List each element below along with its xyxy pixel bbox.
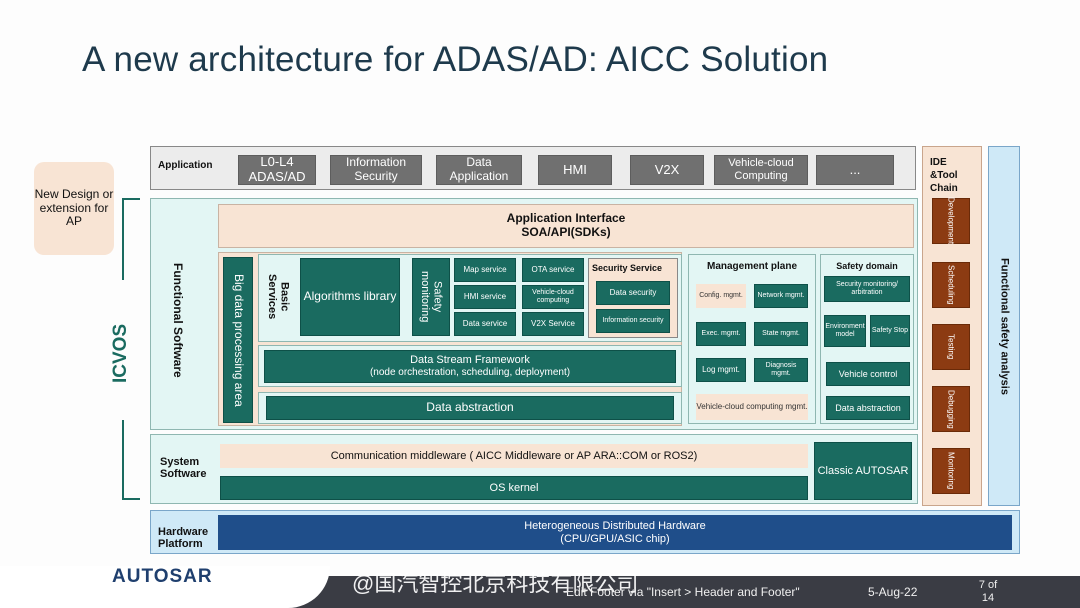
big-data-area: Big data processing area (223, 257, 253, 423)
footer-date: 5-Aug-22 (868, 585, 918, 599)
app-item-data-application: Data Application (436, 155, 522, 185)
app-interface-line2: SOA/API(SDKs) (521, 225, 611, 239)
system-software-label: System Software (160, 456, 207, 480)
functional-safety-analysis: Functional safety analysis (988, 146, 1020, 506)
security-item-information: Information security (596, 309, 670, 333)
classic-autosar: Classic AUTOSAR (814, 442, 912, 500)
safety-data-abstraction: Data abstraction (826, 396, 910, 420)
mgmt-log: Log mgmt. (696, 358, 746, 382)
service-hmi: HMI service (454, 285, 516, 309)
app-item-adas: L0-L4 ADAS/AD (238, 154, 316, 185)
app-item-v2x: V2X (630, 155, 704, 185)
safety-environment-model: Environment model (824, 315, 866, 347)
application-interface: Application Interface SOA/API(SDKs) (218, 204, 914, 248)
slide-title: A new architecture for ADAS/AD: AICC Sol… (82, 40, 829, 79)
hardware-platform-label: Hardware Platform (158, 526, 209, 550)
data-abstraction: Data abstraction (266, 396, 674, 420)
management-plane-title: Management plane (706, 261, 798, 273)
mgmt-state: State mgmt. (754, 322, 808, 346)
footer-edit-text: Edit Footer via "Insert > Header and Foo… (566, 585, 800, 599)
hardware-line1: Heterogeneous Distributed Hardware (524, 519, 706, 532)
safety-monitoring: Safety monitoring (412, 258, 450, 336)
tool-testing: Testing (932, 324, 970, 370)
service-v2x: V2X Service (522, 312, 584, 336)
footer-watermark: @国汽智控北京科技有限公司 (352, 571, 639, 596)
app-item-vehicle-cloud: Vehicle-cloud Computing (714, 155, 808, 185)
service-map: Map service (454, 258, 516, 282)
hardware-line2: (CPU/GPU/ASIC chip) (560, 532, 670, 545)
communication-middleware: Communication middleware ( AICC Middlewa… (220, 444, 808, 468)
data-stream-line2: (node orchestration, scheduling, deploym… (369, 367, 571, 379)
app-interface-line1: Application Interface (506, 211, 626, 226)
tool-development: Development (932, 197, 970, 245)
ide-toolchain-title: IDE &Tool Chain (930, 157, 958, 194)
icvos-bracket-top (122, 198, 140, 280)
footer-page-number: 7 of 14 (978, 579, 998, 604)
mgmt-vehicle-cloud: Vehicle-cloud computing mgmt. (696, 394, 808, 420)
icvos-bracket-bottom (122, 420, 140, 500)
algorithms-library: Algorithms library (300, 258, 400, 336)
tool-monitoring: Monitoring (932, 448, 970, 494)
safety-domain-title: Safety domain (836, 260, 898, 271)
service-ota: OTA service (522, 258, 584, 282)
safety-vehicle-control: Vehicle control (826, 362, 910, 386)
os-kernel: OS kernel (220, 476, 808, 500)
functional-software-label: Functional Software (170, 262, 185, 378)
tool-scheduling: Scheduling (932, 262, 970, 308)
security-service-title: Security Service (592, 263, 663, 273)
application-label: Application (158, 160, 213, 171)
service-data: Data service (454, 312, 516, 336)
basic-services-label: Basic Services (266, 274, 291, 320)
safety-stop: Safety Stop (870, 315, 910, 347)
service-vehicle-cloud: Vehicle-cloud computing (522, 285, 584, 309)
icvos-label: ICVOS (110, 323, 132, 383)
side-note: New Design or extension for AP (34, 162, 114, 255)
heterogeneous-hardware: Heterogeneous Distributed Hardware (CPU/… (218, 515, 1012, 550)
app-item-info-security: Information Security (330, 155, 422, 185)
app-item-more: ... (816, 155, 894, 185)
mgmt-config: Config. mgmt. (696, 284, 746, 308)
mgmt-network: Network mgmt. (754, 284, 808, 308)
app-item-hmi: HMI (538, 155, 612, 185)
data-stream-framework: Data Stream Framework (node orchestratio… (264, 350, 676, 383)
footer-logo-area (0, 566, 330, 608)
autosar-logo: AUTOSAR (112, 566, 213, 587)
mgmt-exec: Exec. mgmt. (696, 322, 746, 346)
data-stream-line1: Data Stream Framework (410, 354, 530, 367)
tool-debugging: Debugging (932, 386, 970, 432)
security-item-data: Data security (596, 281, 670, 305)
mgmt-diagnosis: Diagnosis mgmt. (754, 358, 808, 382)
safety-monitoring-arbitration: Security monitoring/ arbitration (824, 276, 910, 302)
